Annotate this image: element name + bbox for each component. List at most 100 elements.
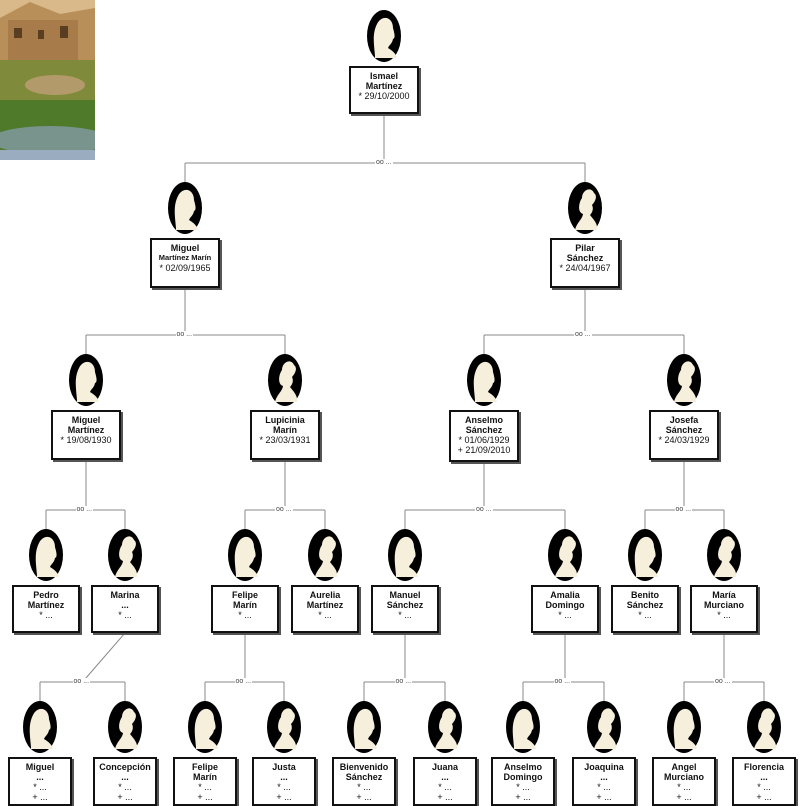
couple-label: oo ... (475, 506, 493, 513)
connector-felipe1 (204, 633, 285, 707)
person-surname: Domingo (545, 600, 585, 610)
person-name: Anselmo (464, 415, 503, 425)
death-date: + ... (356, 792, 372, 802)
male-silhouette-icon (347, 701, 381, 753)
male-silhouette-icon (23, 701, 57, 753)
birth-date: * ... (357, 782, 371, 792)
couple-label: oo ... (714, 678, 732, 685)
person-card-marina[interactable]: Marina...* ... (91, 585, 159, 633)
birth-date: * 29/10/2000 (358, 91, 410, 101)
couple-label: oo ... (72, 678, 91, 685)
person-name: Lupicinia (265, 415, 305, 425)
birth-date: * 19/08/1930 (60, 435, 112, 445)
female-silhouette-icon (267, 701, 301, 753)
person-card-juana[interactable]: Juana...* ...+ ... (413, 757, 477, 806)
connector-marina (39, 632, 126, 707)
female-silhouette-icon (268, 354, 302, 406)
person-name: Miguel (25, 762, 55, 772)
male-silhouette-icon (506, 701, 540, 753)
death-date: + ... (197, 792, 213, 802)
female-silhouette-icon (108, 529, 142, 581)
birth-date: * 23/03/1931 (259, 435, 311, 445)
person-card-joaquina[interactable]: Joaquina...* ...+ ... (572, 757, 636, 806)
male-silhouette-icon (367, 10, 401, 62)
person-card-miguel3[interactable]: Miguel...* ...+ ... (8, 757, 72, 806)
couple-label: oo ... (674, 506, 693, 513)
connector-manuel (363, 633, 446, 707)
connector-amalia (522, 633, 605, 707)
male-silhouette-icon (467, 354, 501, 406)
birth-date: * ... (318, 610, 332, 620)
person-name: Felipe (231, 590, 258, 600)
death-date: + ... (596, 792, 612, 802)
birth-date: * 01/06/1929 (458, 435, 510, 445)
death-date: + ... (756, 792, 772, 802)
female-silhouette-icon (747, 701, 781, 753)
person-name: Bienvenido (339, 762, 389, 772)
person-surname: Sánchez (665, 425, 703, 435)
male-silhouette-icon (228, 529, 262, 581)
female-silhouette-icon (587, 701, 621, 753)
birth-date: * ... (438, 782, 452, 792)
person-name: Pedro (33, 590, 59, 600)
female-silhouette-icon (568, 182, 602, 234)
birth-date: * 24/04/1967 (559, 263, 611, 273)
person-surname: Murciano (703, 600, 744, 610)
couple-label: oo ... (375, 159, 393, 166)
birth-date: * ... (118, 610, 132, 620)
birth-date: * ... (39, 610, 53, 620)
person-name: Justa (272, 762, 296, 772)
person-card-florencia[interactable]: Florencia...* ...+ ... (732, 757, 796, 806)
death-date: + ... (117, 792, 133, 802)
couple-label: oo ... (574, 331, 592, 338)
person-surname: Martínez (67, 425, 105, 435)
couple-label: oo ... (234, 678, 253, 685)
person-surname: ... (441, 772, 449, 782)
couple-label: oo ... (75, 506, 94, 513)
person-name: Juana (431, 762, 458, 772)
female-silhouette-icon (428, 701, 462, 753)
person-name: Concepción (99, 762, 151, 772)
death-date: + ... (515, 792, 531, 802)
death-date: + ... (32, 792, 48, 802)
birth-date: * 24/03/1929 (658, 435, 710, 445)
person-name: Joaquina (584, 762, 624, 772)
connector-ismael (184, 114, 586, 188)
birth-date: * ... (238, 610, 252, 620)
person-name: Benito (631, 590, 659, 600)
person-surname: Sánchez (566, 253, 604, 263)
female-silhouette-icon (308, 529, 342, 581)
person-card-concepcion[interactable]: Concepción...* ...+ ... (93, 757, 157, 806)
connector-pilar (483, 288, 685, 360)
connector-maria (683, 633, 765, 707)
person-card-justa[interactable]: Justa...* ...+ ... (252, 757, 316, 806)
male-silhouette-icon (388, 529, 422, 581)
landscape-photo (0, 0, 95, 160)
birth-date: * ... (597, 782, 611, 792)
connector-lupicinia (244, 460, 326, 535)
person-surname: ... (121, 772, 129, 782)
birth-date: * 02/09/1965 (159, 263, 211, 273)
birth-date: * ... (277, 782, 291, 792)
couple-label: oo ... (553, 678, 572, 685)
person-surname: Marín (272, 425, 297, 435)
female-silhouette-icon (548, 529, 582, 581)
